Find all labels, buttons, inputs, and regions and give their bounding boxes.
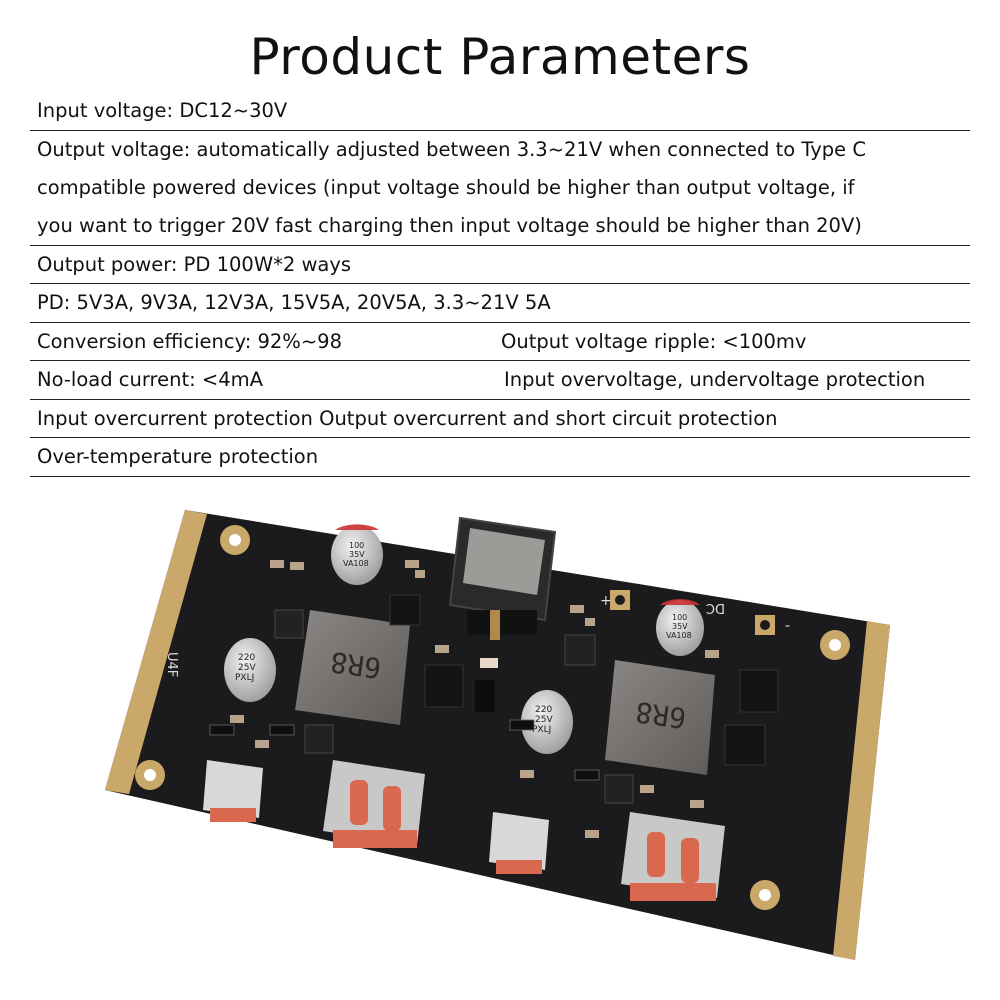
page-title: Product Parameters bbox=[249, 28, 751, 86]
diode bbox=[475, 680, 495, 712]
param-row-pd: PD: 5V3A, 9V3A, 12V3A, 15V5A, 20V5A, 3.3… bbox=[30, 284, 970, 323]
ic-chip bbox=[389, 594, 421, 626]
param-row-input-voltage: Input voltage: DC12~30V bbox=[30, 92, 970, 131]
inductor-left: 6R8 bbox=[295, 610, 410, 725]
cap-small-voltage: 25V bbox=[535, 715, 553, 725]
param-row-noload: No-load current: <4mA Input overvoltage,… bbox=[30, 361, 970, 400]
param-pd: PD: 5V3A, 9V3A, 12V3A, 15V5A, 20V5A, 3.3… bbox=[37, 291, 551, 314]
capacitor-small: 220 25V PXLJ bbox=[521, 690, 573, 754]
mounting-hole bbox=[750, 880, 780, 910]
mounting-hole bbox=[820, 630, 850, 660]
param-overtemp: Over-temperature protection bbox=[37, 445, 319, 468]
solder-pad bbox=[755, 615, 775, 635]
param-noload: No-load current: <4mA bbox=[37, 368, 263, 391]
dc-input-jack bbox=[448, 516, 557, 640]
inductor-right: 6R8 bbox=[605, 660, 715, 775]
param-row-overtemp: Over-temperature protection bbox=[30, 438, 970, 477]
cap-large-voltage: 35V bbox=[672, 622, 688, 631]
gold-edge-right bbox=[833, 621, 890, 960]
gold-edge-left bbox=[105, 510, 207, 794]
ic-chip bbox=[739, 669, 779, 713]
silk-dc: DC bbox=[706, 600, 725, 615]
solder-pad bbox=[610, 590, 630, 610]
usb-a-port bbox=[323, 760, 425, 848]
silk-plus: + bbox=[600, 593, 612, 609]
param-row-efficiency: Conversion efficiency: 92%~98 Output vol… bbox=[30, 323, 970, 361]
cap-large-code: VA108 bbox=[666, 631, 692, 640]
silk-minus: - bbox=[785, 618, 790, 634]
param-output-voltage-line-1: Output voltage: automatically adjusted b… bbox=[37, 137, 866, 161]
param-overcurrent: Input overcurrent protection Output over… bbox=[37, 406, 778, 430]
silk-u4f: U4F bbox=[164, 652, 179, 677]
mounting-hole bbox=[135, 760, 165, 790]
cap-small-code: PXLJ bbox=[532, 725, 551, 735]
cap-large-value: 100 bbox=[672, 613, 687, 622]
cap-small-value: 220 bbox=[535, 705, 552, 715]
usb-c-port bbox=[489, 812, 549, 874]
mounting-hole bbox=[220, 525, 250, 555]
led bbox=[480, 658, 498, 668]
param-output-power: Output power: PD 100W*2 ways bbox=[37, 252, 352, 276]
ic-chip bbox=[604, 774, 634, 804]
pcb-board-image: + DC - U4F 6R8 6R8 100 35V VA108 100 35V… bbox=[105, 510, 890, 960]
param-row-overcurrent: Input overcurrent protection Output over… bbox=[30, 400, 970, 438]
param-ripple: Output voltage ripple: <100mv bbox=[501, 329, 807, 353]
ic-chip bbox=[724, 724, 766, 766]
cap-small-voltage: 25V bbox=[238, 663, 256, 673]
capacitor-large: 100 35V VA108 bbox=[656, 599, 704, 656]
inductor-label: 6R8 bbox=[633, 695, 688, 735]
cap-large-voltage: 35V bbox=[349, 550, 365, 559]
param-row-output-power: Output power: PD 100W*2 ways bbox=[30, 246, 970, 284]
param-efficiency: Conversion efficiency: 92%~98 bbox=[37, 329, 342, 353]
cap-large-value: 100 bbox=[349, 541, 364, 550]
param-row-output-voltage: Output voltage: automatically adjusted b… bbox=[30, 131, 970, 246]
cap-small-code: PXLJ bbox=[235, 673, 254, 683]
capacitor-large: 100 35V VA108 bbox=[331, 524, 383, 585]
param-output-voltage-line-2: compatible powered devices (input voltag… bbox=[37, 175, 855, 199]
usb-a-port bbox=[621, 812, 725, 901]
ic-chip bbox=[564, 634, 596, 666]
param-input-protection: Input overvoltage, undervoltage protecti… bbox=[504, 368, 926, 391]
ic-chip bbox=[304, 724, 334, 754]
param-input-voltage: Input voltage: DC12~30V bbox=[37, 99, 288, 122]
ic-chip bbox=[424, 664, 464, 708]
ic-chip bbox=[274, 609, 304, 639]
cap-large-code: VA108 bbox=[343, 559, 369, 568]
inductor-label: 6R8 bbox=[328, 645, 383, 685]
usb-c-port bbox=[203, 760, 263, 822]
cap-small-value: 220 bbox=[238, 653, 255, 663]
param-output-voltage-line-3: you want to trigger 20V fast charging th… bbox=[37, 213, 862, 237]
smd-resistors bbox=[209, 719, 600, 781]
capacitor-small: 220 25V PXLJ bbox=[224, 638, 276, 702]
parameters-table: Input voltage: DC12~30V Output voltage: … bbox=[30, 92, 970, 477]
